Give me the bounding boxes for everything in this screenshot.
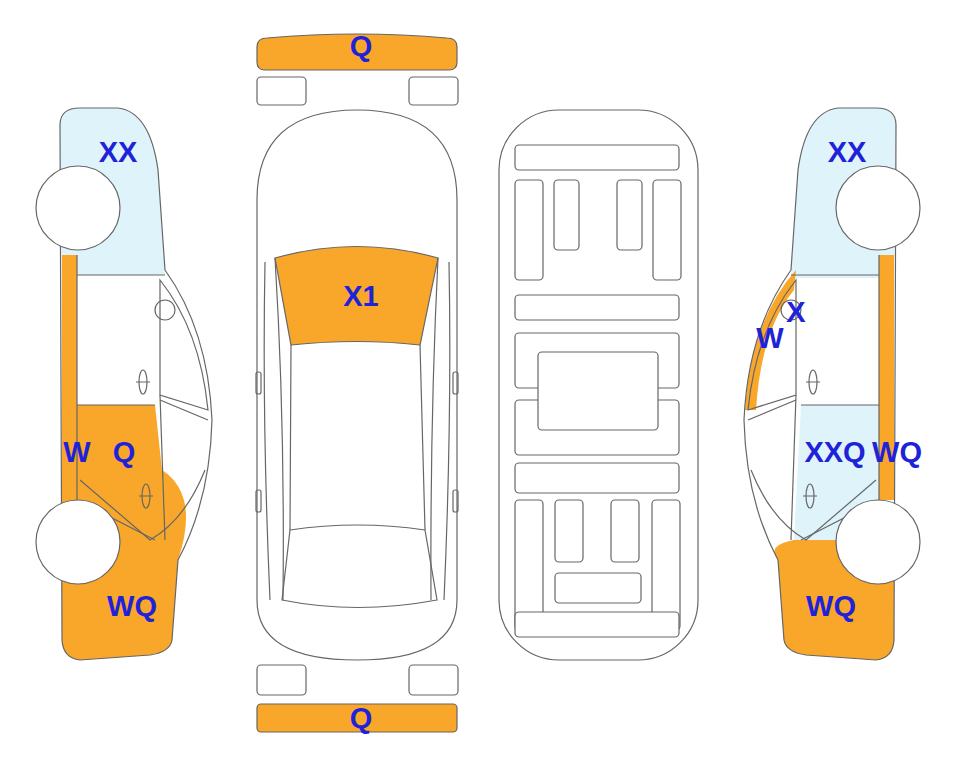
damage-code: X: [786, 298, 805, 327]
damage-code: Q: [350, 704, 373, 733]
damage-code: WQ: [872, 438, 922, 467]
damage-code: X1: [343, 282, 378, 311]
damage-code: WQ: [806, 592, 856, 621]
damage-code: Q: [113, 438, 136, 467]
damage-code: WQ: [107, 592, 157, 621]
damage-code: W: [756, 324, 783, 353]
damage-code: XXQ: [804, 438, 865, 467]
damage-code: XX: [828, 138, 867, 167]
damage-code: W: [63, 438, 90, 467]
damage-code: XX: [99, 138, 138, 167]
damage-code: Q: [350, 32, 373, 61]
